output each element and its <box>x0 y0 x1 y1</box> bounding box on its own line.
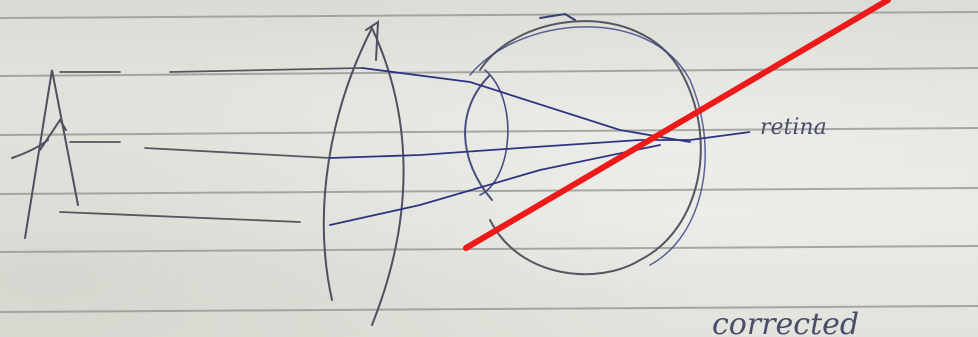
retina-pointer-line <box>689 131 751 141</box>
ruled-lines <box>0 11 978 313</box>
corrected-text: corrected <box>712 307 859 337</box>
retina-label: retina <box>689 115 827 141</box>
eyeball <box>464 12 706 276</box>
object-arrow <box>11 69 79 239</box>
retina-text: retina <box>760 115 827 140</box>
red-strike-line <box>463 0 891 251</box>
convex-lens <box>322 20 405 326</box>
incoming-rays <box>59 67 363 223</box>
